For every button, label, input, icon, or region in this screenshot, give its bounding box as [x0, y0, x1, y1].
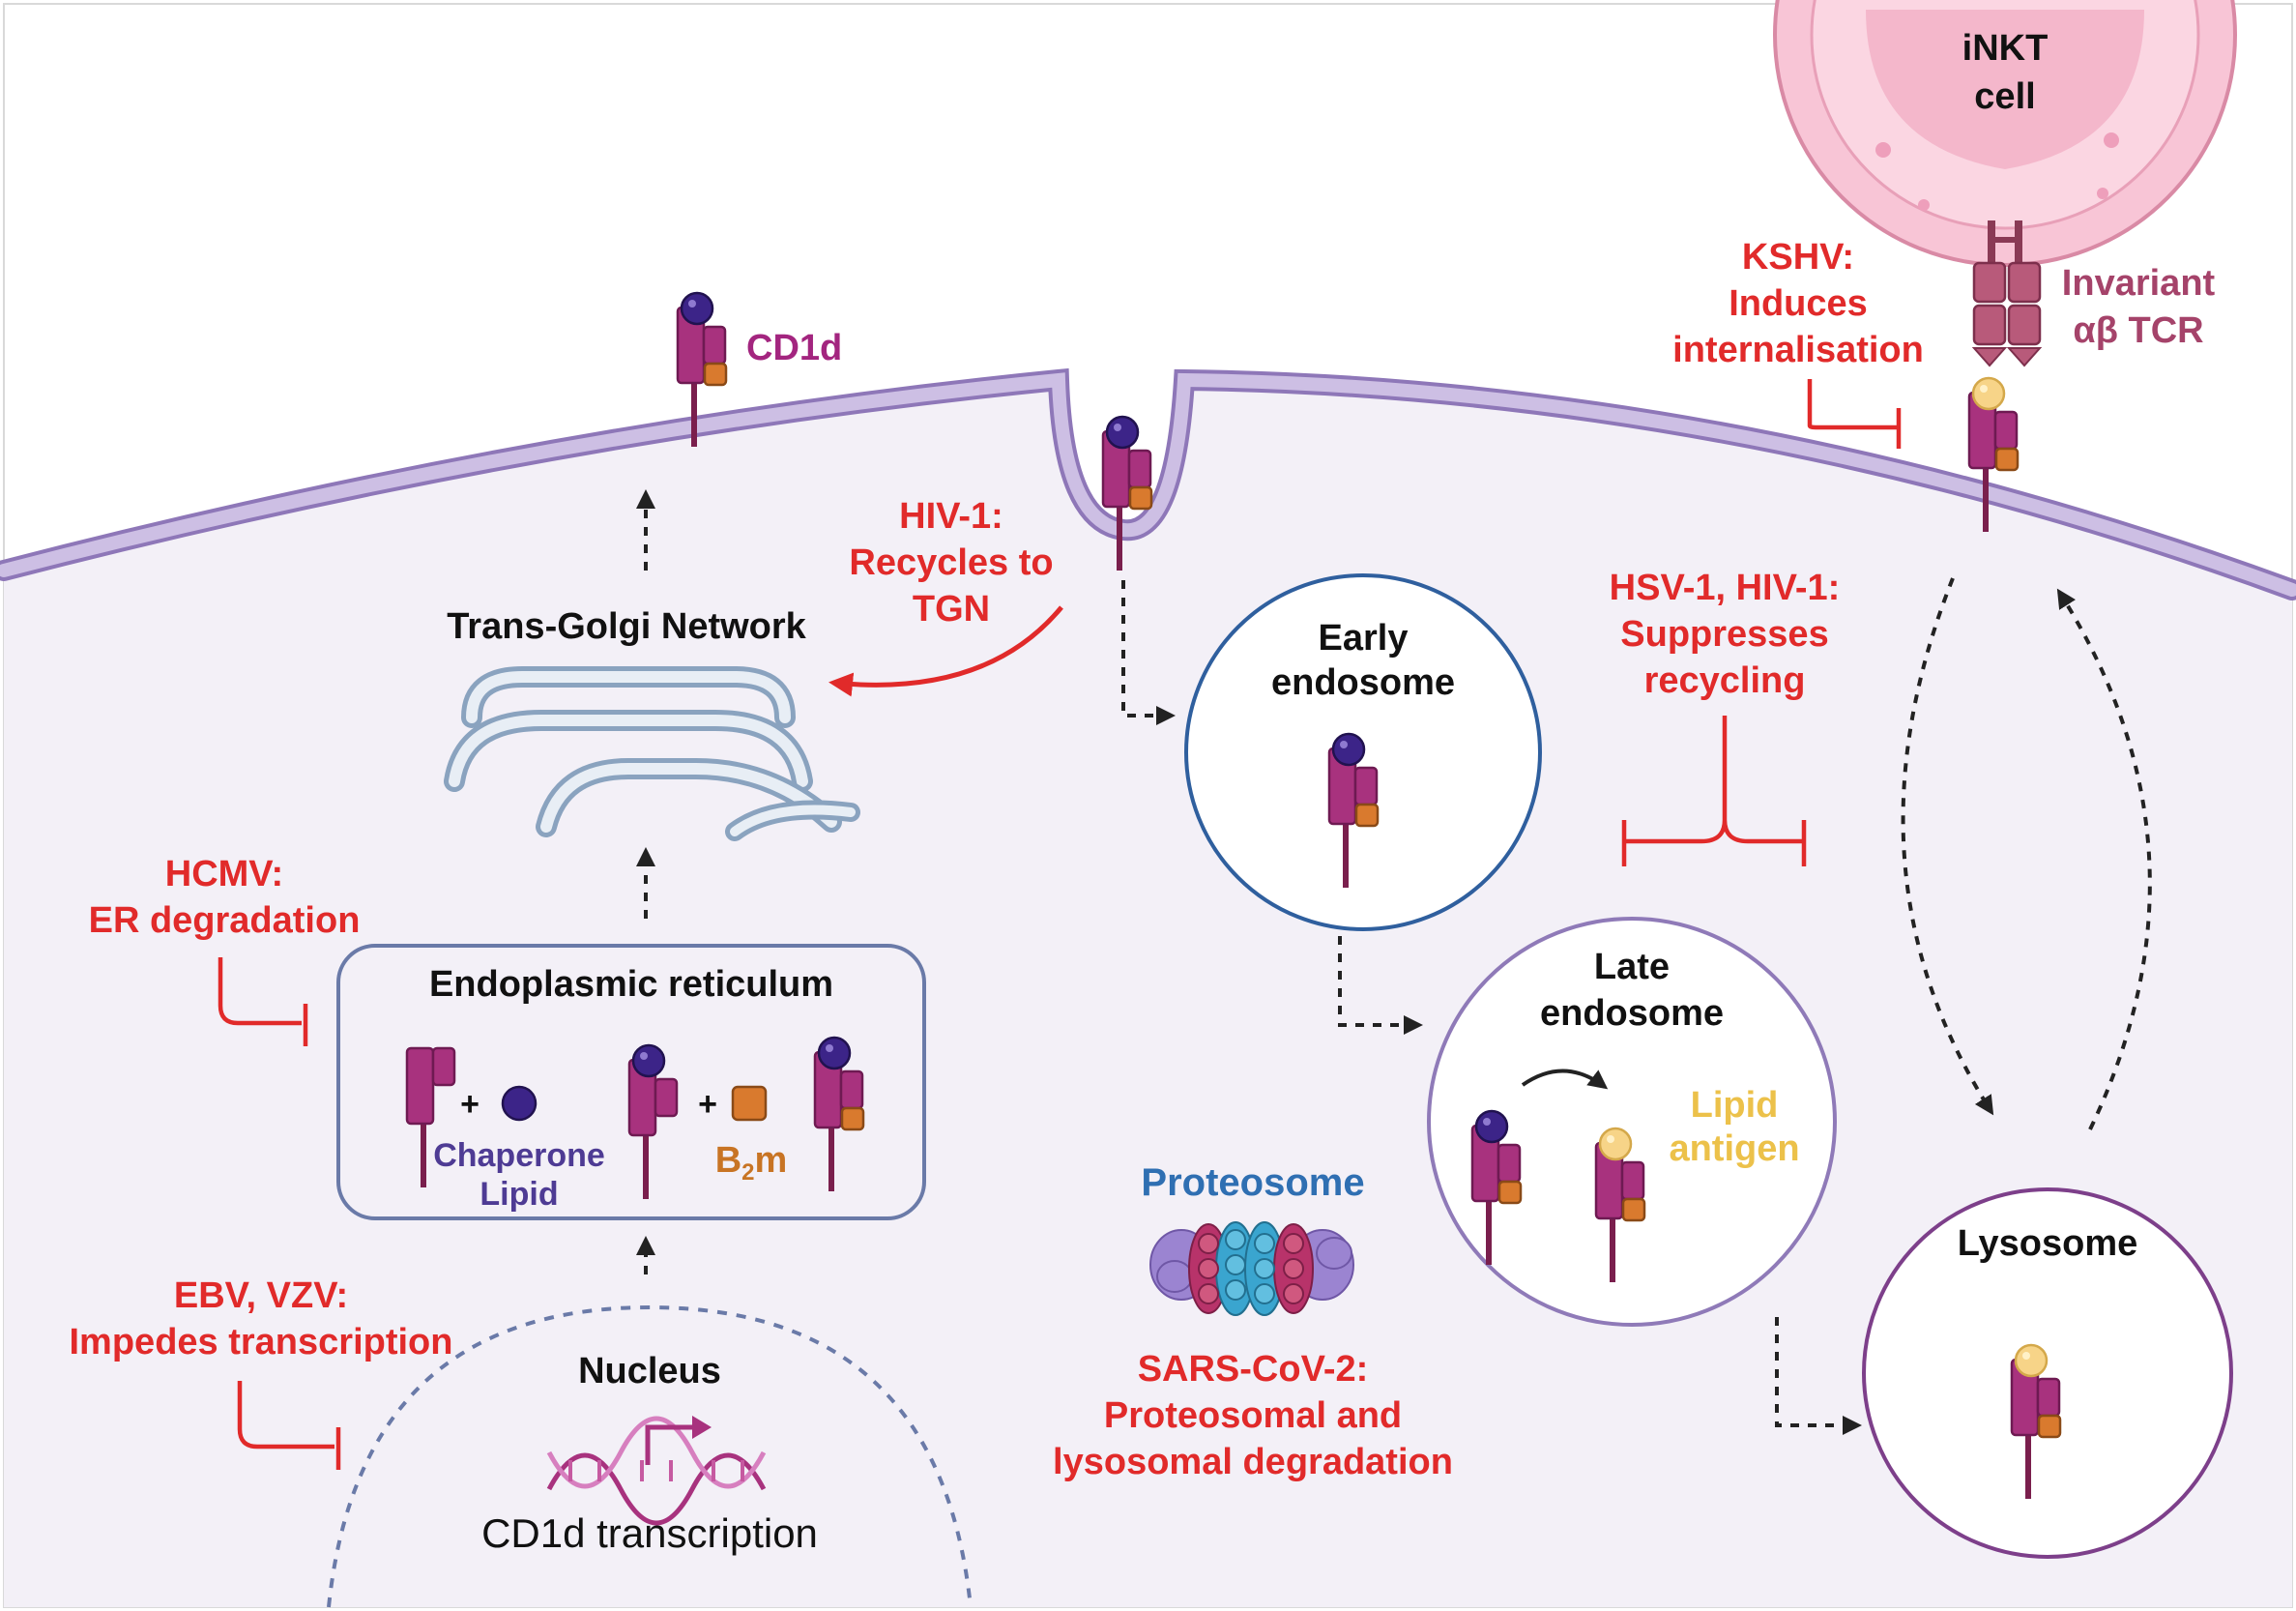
er-label: Endoplasmic reticulum — [429, 964, 833, 1005]
kshv-label-line1: KSHV: — [1742, 237, 1854, 278]
hsv-hiv-label-line2: Suppresses — [1620, 614, 1828, 655]
tcr-label-line2: αβ TCR — [2073, 310, 2203, 351]
kshv-label-line2: Induces — [1729, 283, 1868, 324]
hiv-tgn-label-line1: HIV-1: — [899, 496, 1003, 537]
er-plus-1: + — [460, 1086, 480, 1123]
arrow-late-endosome-to-lysosome — [1775, 1317, 1862, 1435]
arrow-membrane-to-lysosome — [1901, 577, 1994, 1116]
lysosome-label: Lysosome — [1958, 1223, 2138, 1264]
hcmv-label-line1: HCMV: — [165, 854, 283, 894]
ebv-vzv-label-line2: Impedes transcription — [70, 1322, 453, 1362]
inkt-label-line1: iNKT — [1962, 28, 2049, 69]
lipid-antigen-label-line1: Lipid — [1691, 1085, 1779, 1126]
golgi-label: Trans-Golgi Network — [447, 606, 806, 647]
early-endosome-label-line1: Early — [1319, 618, 1409, 659]
inkt-granule — [2097, 188, 2108, 199]
dna-icon — [546, 1416, 767, 1526]
chaperone-lipid — [501, 1085, 538, 1122]
lysosome — [1862, 1187, 2233, 1559]
lipid-exchange-arrow — [1521, 1069, 1609, 1090]
ebv-vzv-inhibition — [237, 1381, 334, 1450]
arrow-lysosome-to-membrane — [2056, 588, 2152, 1130]
plasma-membrane-inner — [0, 372, 2296, 597]
hiv-tgn-label-line2: Recycles to — [849, 542, 1053, 583]
chaperone-label-line2: Lipid — [480, 1176, 558, 1213]
kshv-inhibition — [1807, 379, 1897, 430]
inkt-granule — [1918, 199, 1930, 211]
arrow-hiv-recycle-to-tgn — [828, 605, 1063, 697]
kshv-label-line3: internalisation — [1672, 330, 1924, 370]
proteosome-label: Proteosome — [1141, 1161, 1364, 1204]
cd1d-label: CD1d — [746, 328, 842, 368]
hiv-tgn-label-line3: TGN — [913, 589, 990, 630]
proteosome-icon — [1149, 1221, 1354, 1316]
hsv-hiv-label-line3: recycling — [1644, 660, 1806, 701]
lipid-antigen-label-line2: antigen — [1669, 1128, 1799, 1169]
nucleus-label: Nucleus — [578, 1351, 721, 1391]
late-endosome — [1427, 917, 1837, 1327]
b2m-icon — [731, 1085, 768, 1122]
early-endosome-label-line2: endosome — [1271, 662, 1455, 703]
sars-label-line1: SARS-CoV-2: — [1138, 1349, 1369, 1390]
inkt-granule — [2104, 132, 2119, 148]
invariant-tcr — [1971, 220, 2043, 367]
hcmv-inhibition — [218, 957, 302, 1026]
late-endosome-label-line1: Late — [1594, 947, 1670, 987]
sars-label-line2: Proteosomal and — [1104, 1395, 1402, 1436]
transcription-label: CD1d transcription — [481, 1510, 818, 1556]
golgi-stack — [444, 666, 860, 841]
inkt-granule — [1875, 142, 1891, 158]
hcmv-label-line2: ER degradation — [89, 900, 361, 941]
tcr-label-line1: Invariant — [2062, 263, 2216, 304]
late-endosome-label-line2: endosome — [1540, 993, 1724, 1034]
sars-label-line3: lysosomal degradation — [1053, 1442, 1453, 1482]
chaperone-label-line1: Chaperone — [433, 1137, 605, 1174]
hsv-hiv-label-line1: HSV-1, HIV-1: — [1610, 568, 1841, 608]
hsv-hiv-inhibition — [1624, 716, 1804, 844]
er-plus-2: + — [698, 1086, 717, 1123]
inkt-cell — [1773, 0, 2237, 267]
b2m-label: B2m — [715, 1140, 788, 1186]
inkt-label-line2: cell — [1974, 76, 2035, 117]
ebv-vzv-label-line1: EBV, VZV: — [174, 1275, 348, 1316]
arrow-early-to-late-endosome — [1338, 936, 1423, 1035]
